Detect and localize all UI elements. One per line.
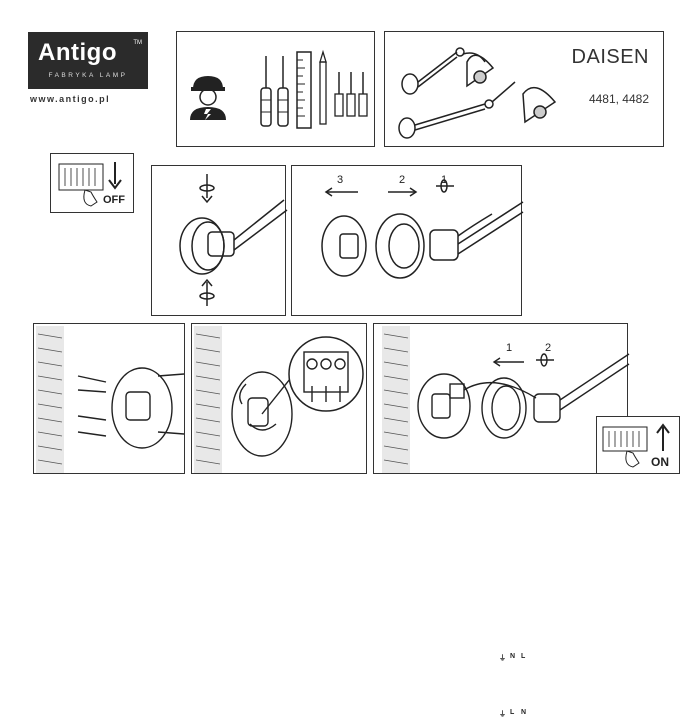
screwdriver-icon [277, 56, 289, 127]
power-off-panel: OFF [50, 153, 134, 213]
disassembly-illustration [321, 179, 524, 279]
product-name: DAISEN [571, 46, 649, 68]
rotate-icon [199, 174, 215, 204]
power-on-panel: ON [596, 416, 680, 474]
tools-panel [176, 31, 375, 147]
arrow-right-icon [388, 187, 418, 197]
mount-step-2: 2 [545, 342, 552, 354]
wiring-panel: ⏚ N L ⏚ L N [191, 323, 526, 718]
breaker-on-illustration [602, 423, 670, 468]
lamp-illustration [398, 47, 557, 139]
ruler-icon [296, 51, 312, 129]
arrow-up-icon [656, 423, 670, 451]
brand-name: Antigo [38, 39, 117, 66]
wiring-illustration [194, 326, 364, 473]
electrician-icon [190, 76, 226, 120]
terminal-top-earth: ⏚ [499, 655, 506, 662]
wall-plug-icon [334, 72, 368, 117]
screwdriver-icon [260, 56, 272, 127]
brand-trademark: TM [133, 40, 142, 46]
rotate-icon [199, 278, 215, 306]
rotate-icon [536, 353, 554, 367]
tools-illustration [190, 49, 368, 129]
terminal-bottom-earth: ⏚ [499, 711, 506, 718]
brand-logo: Antigo TM FABRYKA LAMP [28, 32, 148, 89]
product-codes: 4481, 4482 [588, 92, 649, 106]
wall-mount-illustration [36, 326, 185, 473]
product-panel: DAISEN 4481, 4482 [384, 31, 664, 147]
rotate-icon [436, 179, 454, 193]
brand-website: www.antigo.pl [30, 94, 111, 104]
remove-cap-illustration [179, 174, 288, 306]
off-label: OFF [103, 194, 125, 206]
terminal-top-l: L [521, 653, 526, 660]
wall-mount-panel [33, 323, 185, 474]
terminal-bottom-n: N [521, 709, 527, 716]
removal-step-2: 2 [399, 174, 406, 186]
wall-lamp-icon [401, 47, 495, 95]
removal-step-3: 3 [337, 174, 344, 186]
pencil-icon [319, 49, 327, 125]
mount-step-1: 1 [506, 342, 513, 354]
assembly-panel: 1 2 [373, 323, 630, 474]
terminal-bottom-l: L [510, 709, 515, 716]
on-label: ON [651, 455, 669, 469]
terminal-top-n: N [510, 653, 516, 660]
arrow-left-icon [324, 187, 358, 197]
arrow-left-icon [492, 357, 524, 367]
breaker-off-illustration [58, 162, 122, 207]
wall-lamp-icon [398, 81, 557, 139]
arrow-down-icon [108, 162, 122, 190]
brand-subtitle: FABRYKA LAMP [48, 72, 128, 79]
remove-cap-panel [151, 165, 288, 316]
assembly-illustration [382, 326, 630, 473]
removal-step-1: 1 [441, 174, 448, 186]
disassembly-panel: 3 2 1 [291, 165, 524, 316]
